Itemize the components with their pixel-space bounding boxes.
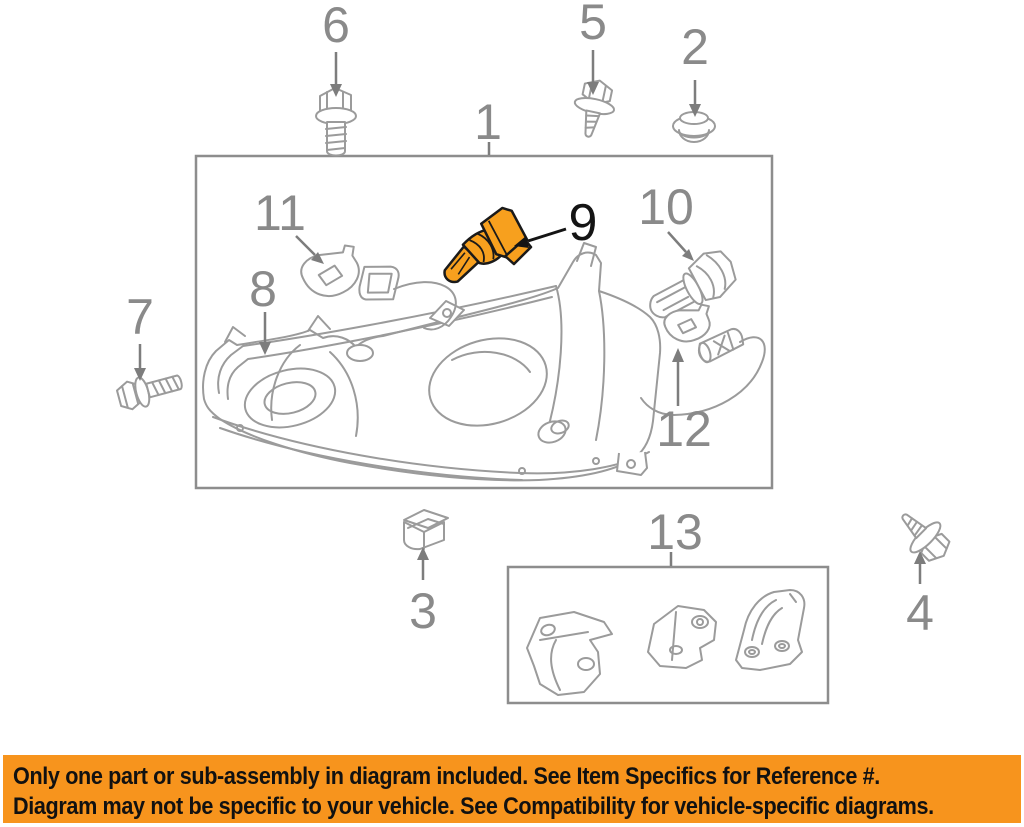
disclaimer-line-2: Diagram may not be specific to your vehi…: [13, 793, 934, 820]
callout-9-highlighted: 9: [569, 194, 598, 252]
callout-11: 11: [254, 185, 306, 241]
callout-6: 6: [322, 0, 350, 53]
bracket-kit-parts-drawing: [526, 589, 806, 696]
flange-bolt-7-drawing: [116, 374, 183, 411]
callout-10: 10: [638, 179, 694, 235]
callout-13: 13: [647, 504, 703, 560]
marker-bulb-drawing: [640, 303, 766, 416]
flange-bolt-6-drawing: [315, 87, 357, 157]
callout-1: 1: [474, 94, 502, 150]
callout-5: 5: [579, 0, 607, 50]
callout-7: 7: [126, 289, 154, 345]
marker-socket-wire: [640, 336, 766, 416]
callout-2: 2: [681, 19, 709, 75]
disclaimer-line-1: Only one part or sub-assembly in diagram…: [13, 763, 880, 790]
callout-12: 12: [656, 401, 712, 457]
headlamp-bulb-highlighted: [443, 206, 533, 284]
retainer-clip-3-drawing: [403, 509, 449, 551]
headlamp-housing-drawing: [202, 242, 662, 482]
callout-arrows: [134, 50, 926, 584]
highlight-arrow: [527, 227, 567, 243]
screw-4-drawing: [901, 513, 951, 562]
disclaimer-banner: Only one part or sub-assembly in diagram…: [3, 755, 1021, 823]
highlight-arrow-head: [514, 236, 529, 248]
callout-4: 4: [906, 585, 934, 641]
socket-pigtail-wire: [393, 281, 457, 331]
grommet-2-drawing: [672, 111, 716, 143]
callout-3: 3: [409, 583, 437, 639]
callout-8: 8: [249, 261, 277, 317]
bulb-socket-drawing: [649, 250, 737, 319]
diagram-canvas: 1 2 3 4 5 6 7 8 9 10 11 12 13: [116, 0, 951, 705]
